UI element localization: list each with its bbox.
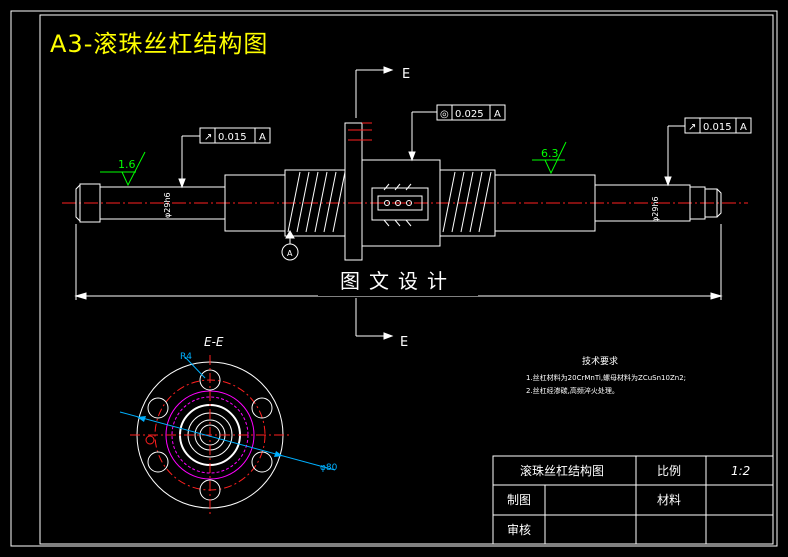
tech-line-1: 1.丝杠材料为20CrMnTi,螺母材料为ZCuSn10Zn2;: [526, 374, 687, 382]
tol-center-symbol: ◎: [440, 109, 449, 120]
tb-checked-label: 审核: [507, 522, 531, 537]
overall-length-dimension: [74, 224, 723, 300]
surface-finish-left-value: 1.6: [118, 158, 136, 171]
shaft-body: [75, 122, 722, 261]
tolerance-frame-center: [408, 104, 506, 162]
tolerance-frame-right: [664, 117, 752, 187]
flange-hole-detail: [348, 122, 372, 141]
tol-right-symbol: ↗: [688, 122, 696, 133]
section-view-label: E-E: [204, 335, 224, 349]
surface-finish-right-value: 6.3: [541, 147, 559, 160]
tol-right-value: 0.015: [703, 122, 732, 133]
left-diameter-dim: φ29h6: [163, 192, 172, 218]
section-label-top: E: [402, 67, 410, 82]
technical-requirements: 技术要求 1.丝杠材料为20CrMnTi,螺母材料为ZCuSn10Zn2; 2.…: [526, 356, 686, 398]
tb-scale-label: 比例: [657, 464, 681, 478]
tol-left-datum: A: [259, 132, 266, 143]
section-view-ee: [119, 355, 336, 515]
section-label-bottom: E: [400, 335, 408, 350]
title-block-grid: [492, 455, 774, 545]
tol-right-datum: A: [740, 122, 747, 133]
nut-ball-channel: [371, 183, 429, 227]
tb-scale-value: 1:2: [731, 464, 750, 478]
datum-a-letter: A: [287, 249, 293, 258]
inner-frame: [39, 14, 774, 545]
radius-dim: R4: [180, 352, 192, 362]
section-marker-bottom: [355, 298, 394, 340]
tech-line-2: 2.丝杠经渗碳,高频淬火处理。: [526, 387, 619, 395]
tb-drawing-name: 滚珠丝杠结构图: [520, 463, 604, 478]
tol-center-value: 0.025: [455, 109, 484, 120]
flange-diameter-dim: φ80: [320, 463, 338, 473]
datum-a-marker: [281, 229, 299, 261]
right-diameter-dim: φ29h6: [651, 196, 660, 222]
tol-left-value: 0.015: [218, 132, 247, 143]
tol-left-symbol: ↗: [204, 132, 212, 143]
tb-material-label: 材料: [657, 493, 681, 507]
tol-center-datum: A: [494, 109, 501, 120]
outer-frame: [10, 10, 778, 547]
tolerance-frame-left: [178, 127, 271, 189]
drawing-title: A3-滚珠丝杠结构图: [50, 30, 269, 58]
thread-pattern: [287, 171, 492, 233]
surface-finish-right: [532, 141, 567, 175]
tb-drawn-label: 制图: [507, 493, 531, 507]
watermark-text: 图文设计: [318, 262, 478, 296]
surface-finish-left: [100, 151, 146, 187]
tech-heading: 技术要求: [582, 357, 619, 367]
section-marker-top: [355, 66, 394, 118]
